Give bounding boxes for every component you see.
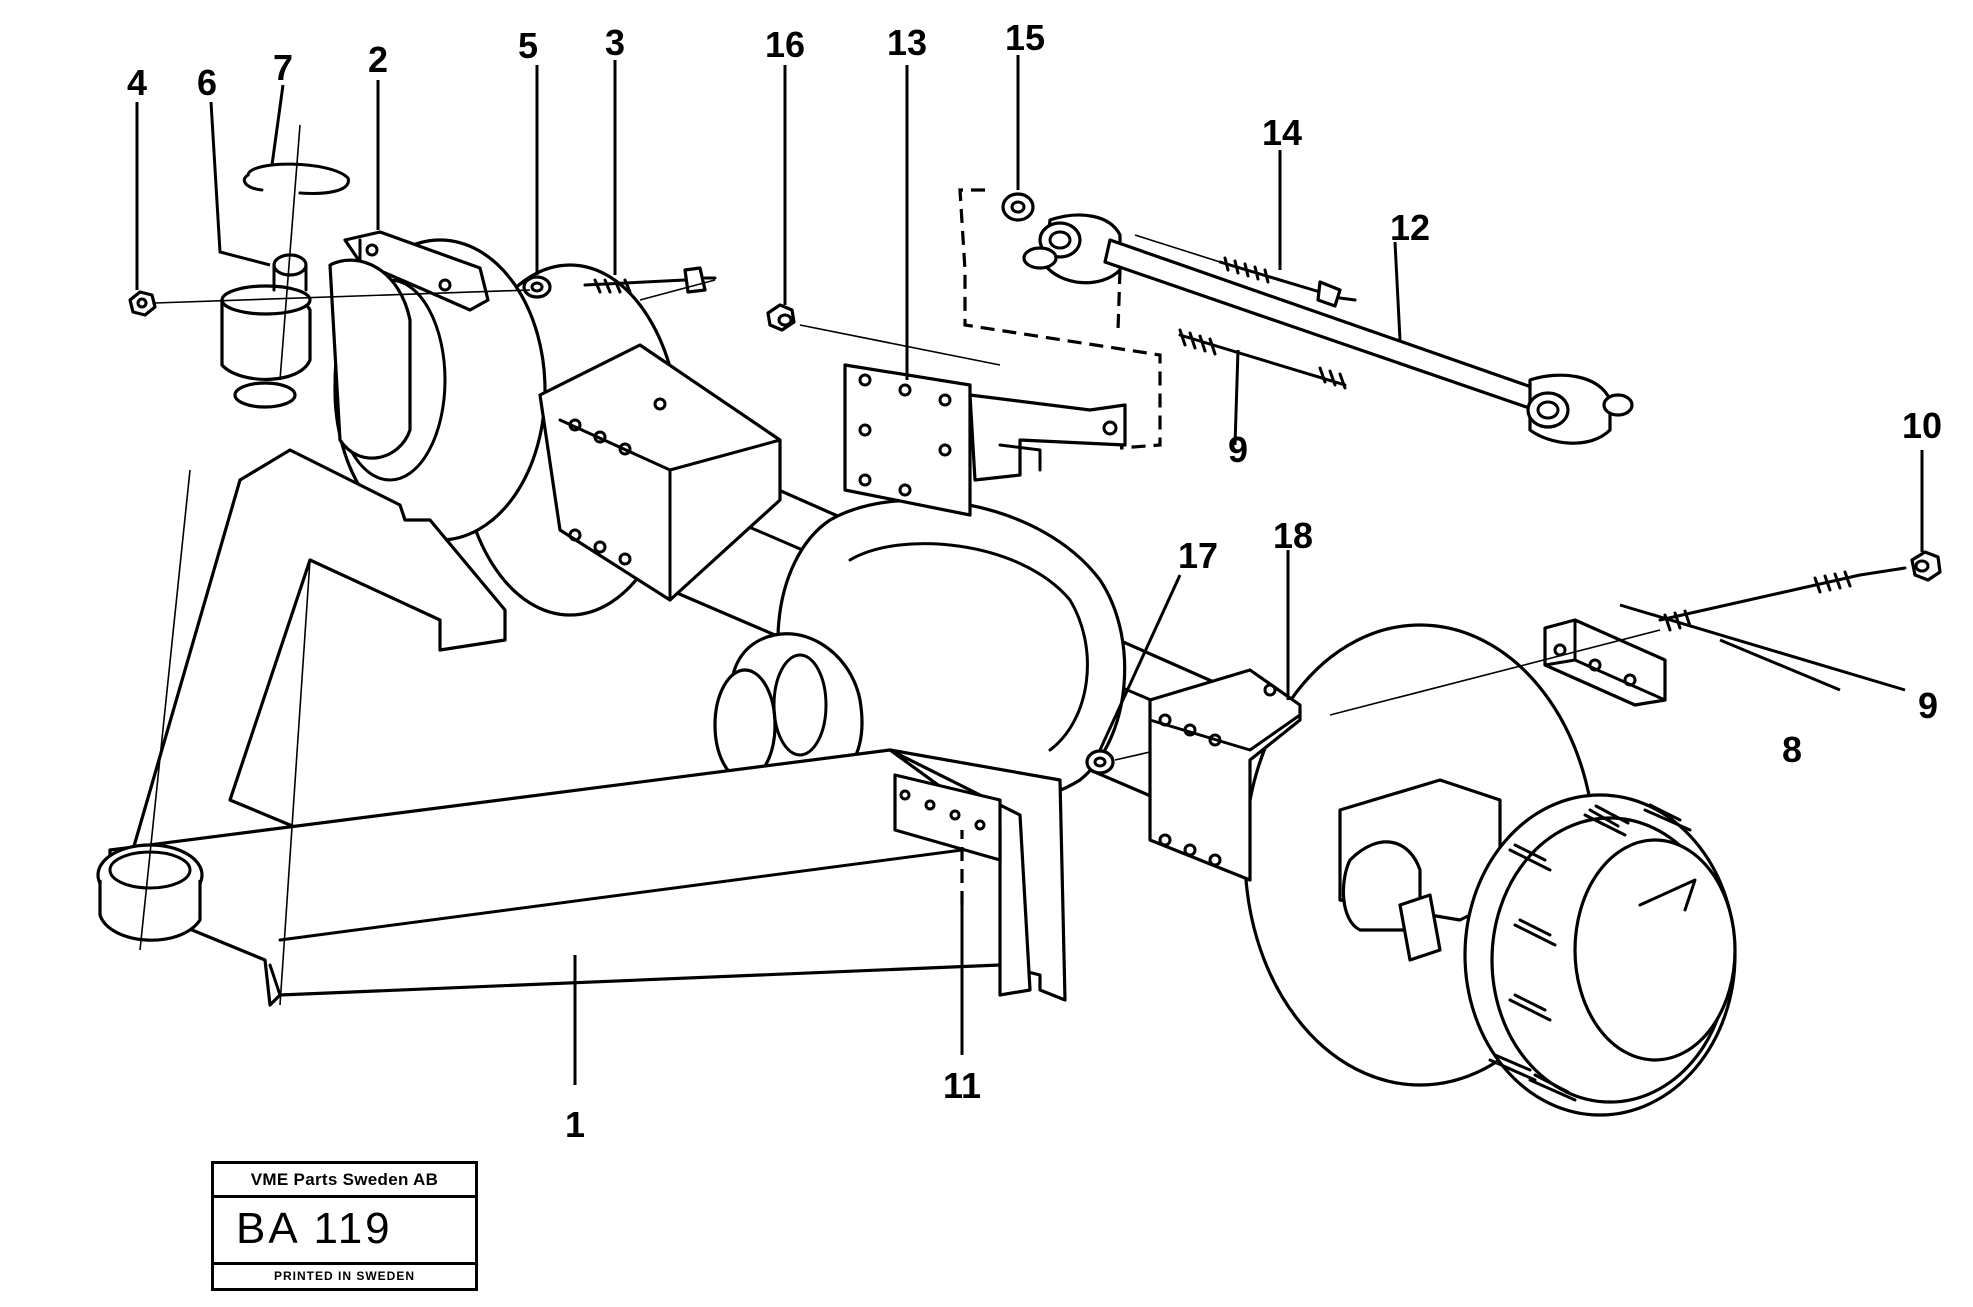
callout-16: 16 — [765, 24, 805, 65]
callout-9-right: 9 — [1918, 685, 1938, 726]
callout-15: 15 — [1005, 17, 1045, 58]
drawing-code: BA 119 — [236, 1204, 393, 1253]
bracket-13 — [843, 363, 1127, 517]
axis-line-9 — [1329, 629, 1661, 716]
axis-line-1 — [154, 289, 531, 304]
bolt-14 — [1218, 256, 1357, 308]
callout-18: 18 — [1273, 515, 1313, 556]
callout-12: 12 — [1390, 207, 1430, 248]
washer-17 — [1085, 749, 1115, 775]
callout-1: 1 — [565, 1104, 585, 1145]
callout-7: 7 — [273, 47, 293, 88]
wheel-studs — [1488, 803, 1692, 1102]
printed-note: PRINTED IN SWEDEN — [214, 1262, 475, 1288]
washer-15 — [1001, 192, 1035, 222]
callouts: 1 2 3 4 5 6 7 8 9 9 10 11 12 13 14 15 16… — [127, 17, 1942, 1145]
triangle-arm — [96, 448, 1067, 1007]
callout-13: 13 — [887, 22, 927, 63]
bushing-center-line — [279, 124, 301, 381]
bolt-3 — [583, 266, 717, 294]
nut-4 — [128, 290, 157, 317]
callout-2: 2 — [368, 39, 388, 80]
axle-housing — [598, 418, 1302, 862]
title-block: VME Parts Sweden AB BA 119 PRINTED IN SW… — [211, 1161, 478, 1291]
axis-line-14 — [1134, 234, 1221, 263]
bolt-9-upper — [1178, 328, 1347, 390]
upper-left-bracket — [328, 230, 490, 460]
bushing — [220, 253, 312, 409]
callout-9-top: 9 — [1228, 429, 1248, 470]
callout-3: 3 — [605, 22, 625, 63]
bolt-9-right — [1658, 566, 1907, 632]
callout-4: 4 — [127, 62, 147, 103]
axis-line-17 — [1114, 751, 1151, 761]
left-brake-disc — [333, 238, 782, 617]
callout-8: 8 — [1782, 729, 1802, 770]
reaction-rod — [958, 188, 1634, 450]
callout-5: 5 — [518, 25, 538, 66]
leader-lines — [135, 55, 1924, 1085]
callout-6: 6 — [197, 62, 217, 103]
right-hub — [1148, 623, 1737, 1117]
nut-16 — [766, 303, 796, 332]
axis-line-16 — [799, 324, 1001, 366]
plate-8 — [1543, 618, 1667, 707]
company-name: VME Parts Sweden AB — [214, 1164, 475, 1198]
callout-11: 11 — [943, 1065, 981, 1106]
axis-line-2 — [639, 279, 716, 301]
callout-10: 10 — [1902, 405, 1942, 446]
callout-17: 17 — [1178, 535, 1218, 576]
washer-5 — [522, 275, 552, 299]
nut-10 — [1910, 550, 1942, 582]
circlip — [242, 162, 350, 195]
callout-14: 14 — [1262, 112, 1302, 153]
